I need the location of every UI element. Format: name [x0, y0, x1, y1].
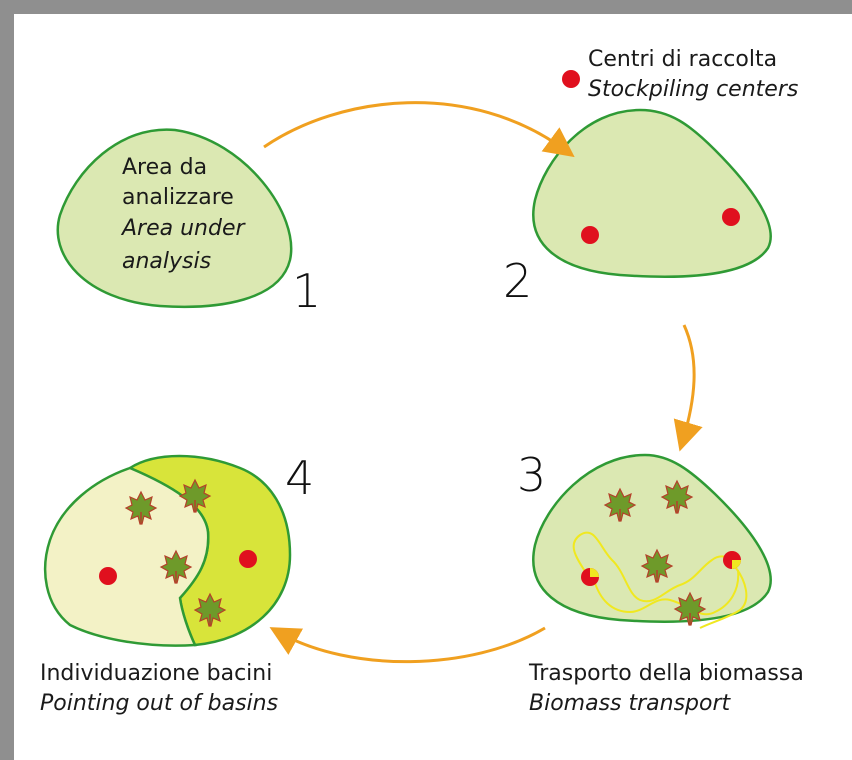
area-4-light-basin — [43, 466, 210, 647]
frame-left-border — [0, 0, 14, 760]
stockpiling-center-icon — [581, 568, 599, 586]
maple-leaf-icon — [125, 491, 157, 525]
step-4-caption-it: Individuazione bacini — [40, 661, 273, 686]
cycle-arrow-icon — [269, 626, 546, 664]
stockpiling-center-icon — [99, 567, 117, 585]
maple-leaf-icon — [661, 480, 693, 514]
area-1-label-line1: Area da — [122, 155, 208, 180]
transport-path-icon — [572, 531, 735, 603]
maple-leaf-icon — [641, 549, 673, 583]
stockpiling-center-icon — [723, 551, 741, 569]
area-2-shape — [532, 108, 772, 278]
stockpiling-center-icon — [581, 226, 599, 244]
area-1-shape — [56, 128, 293, 309]
maple-leaf-icon — [604, 488, 636, 522]
transport-path-icon — [593, 569, 740, 616]
legend-title-it: Centri di raccolta — [588, 47, 778, 72]
frame-top-border — [0, 0, 852, 14]
step-4-caption-en: Pointing out of basins — [40, 691, 279, 716]
cycle-arrow-icon — [263, 101, 575, 158]
step-3-caption-it: Trasporto della biomassa — [529, 661, 804, 686]
legend-center-dot — [562, 70, 580, 88]
maple-leaf-icon — [179, 479, 211, 513]
stockpiling-center-icon — [239, 550, 257, 568]
cycle-arrow-icon — [673, 324, 703, 452]
maple-leaf-icon — [674, 592, 706, 626]
maple-leaf-icon — [194, 593, 226, 627]
maple-leaf-icon — [160, 550, 192, 584]
step-number-1: 1 — [292, 264, 322, 318]
legend-title-en: Stockpiling centers — [588, 77, 799, 102]
step-number-4: 4 — [285, 451, 315, 505]
area-1-label-line3: Area under — [122, 216, 245, 241]
area-1-label-line2: analizzare — [122, 185, 234, 210]
area-3-shape — [532, 453, 772, 623]
step-number-2: 2 — [503, 254, 533, 308]
step-number-3: 3 — [517, 448, 547, 502]
area-1-label-line4: analysis — [122, 249, 212, 274]
transport-path-icon — [699, 567, 748, 629]
step-3-caption-en: Biomass transport — [529, 691, 731, 716]
stockpiling-center-icon — [722, 208, 740, 226]
